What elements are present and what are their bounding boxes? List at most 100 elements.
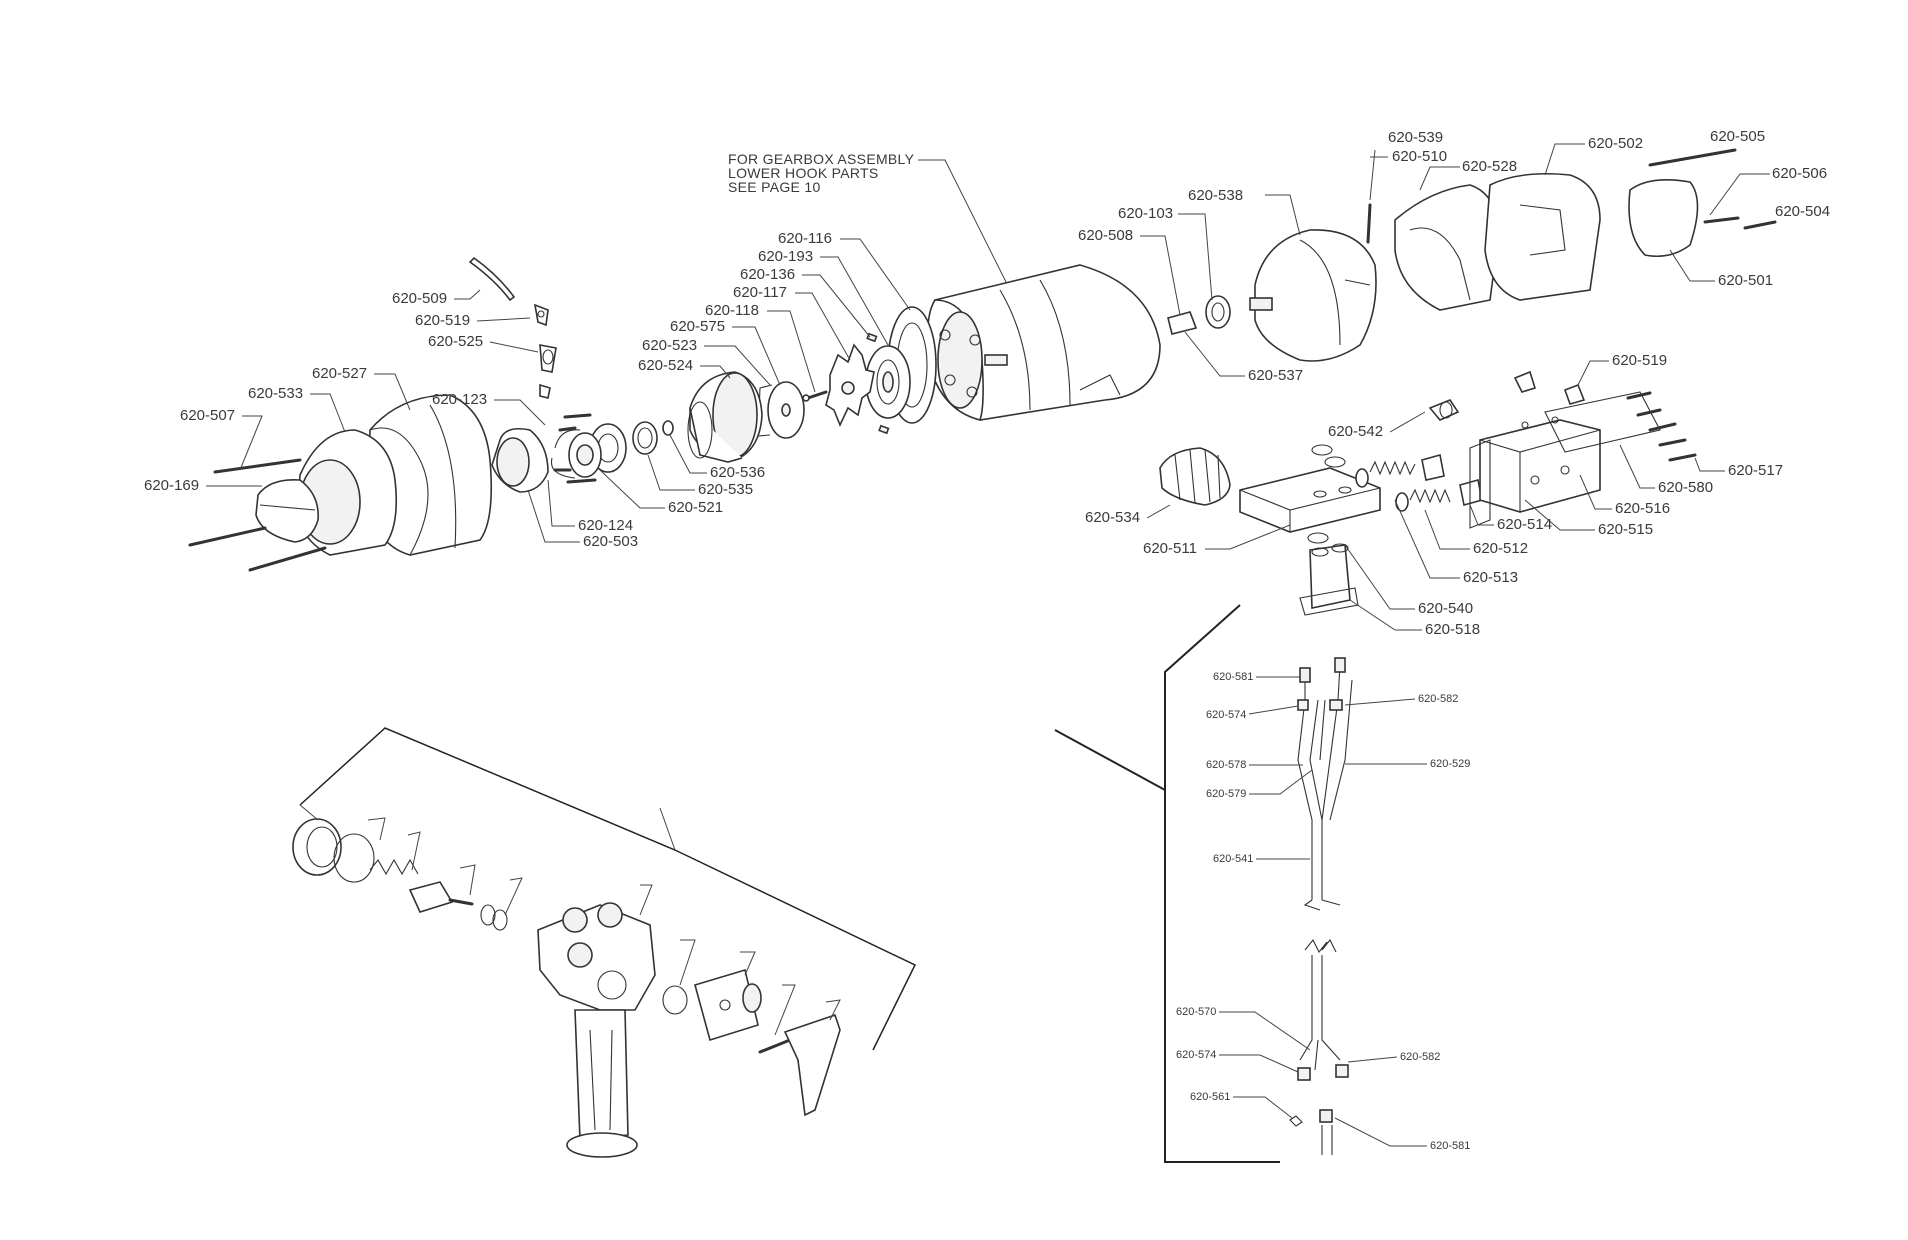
- label-620-527: 620-527: [312, 365, 367, 382]
- hose-label-620-541: 620-541: [1213, 853, 1253, 865]
- motor-housing: [926, 264, 1161, 421]
- label-620-103: 620-103: [1118, 205, 1173, 222]
- o-ring: [333, 833, 375, 883]
- end-plate-169: [255, 478, 319, 543]
- label-620-118: 620-118: [705, 302, 759, 319]
- shaft-coupler: [1167, 311, 1198, 335]
- label-620-539: 620-539: [1388, 129, 1443, 146]
- manifold-515: [1469, 416, 1601, 529]
- part-labels: 620-539 620-510 620-528 620-502 620-505 …: [144, 128, 1830, 638]
- hose-label-620-529: 620-529: [1430, 758, 1470, 770]
- hose-label-620-570: 620-570: [1176, 1006, 1216, 1018]
- ring-520: [632, 421, 658, 455]
- hose-label-620-561: 620-561: [1190, 1091, 1230, 1103]
- spacer-disc: [757, 381, 805, 439]
- hose-label-620-581: 620-581: [1213, 671, 1253, 683]
- hose-labels: 620-581 620-574 620-582 620-578 620-529 …: [1176, 671, 1470, 1152]
- front-dome: [1249, 229, 1377, 362]
- trigger-lever: [783, 1013, 841, 1117]
- cover-501: [1628, 179, 1699, 258]
- label-620-528: 620-528: [1462, 158, 1517, 175]
- label-620-519b: 620-519: [1612, 352, 1667, 369]
- label-620-503: 620-503: [583, 533, 638, 550]
- label-620-534: 620-534: [1085, 509, 1140, 526]
- label-620-505: 620-505: [1710, 128, 1765, 145]
- gasket-plates: [802, 306, 937, 435]
- label-620-518: 620-518: [1425, 621, 1480, 638]
- handle-body: [537, 902, 656, 1158]
- end-cap: [687, 371, 763, 463]
- label-620-521: 620-521: [668, 499, 723, 516]
- label-620-123: 620-123: [432, 391, 487, 408]
- hose-label-620-574b: 620-574: [1176, 1049, 1216, 1061]
- note-line-1: FOR GEARBOX ASSEMBLY: [728, 151, 915, 167]
- label-620-542: 620-542: [1328, 423, 1383, 440]
- label-620-509: 620-509: [392, 290, 447, 307]
- cover-502: [1484, 172, 1601, 301]
- label-620-523: 620-523: [642, 337, 697, 354]
- label-620-514: 620-514: [1497, 516, 1552, 533]
- label-620-169: 620-169: [144, 477, 199, 494]
- plunger: [408, 881, 474, 913]
- shaft-ring: [1205, 295, 1231, 329]
- label-620-538: 620-538: [1188, 187, 1243, 204]
- handle-cap: [292, 818, 342, 876]
- fitting-525: [539, 344, 557, 373]
- hose-detail: [1054, 604, 1353, 1163]
- gasket-580: [1544, 391, 1661, 453]
- valve-body: [550, 413, 627, 484]
- tube-509: [468, 256, 516, 302]
- label-620-511: 620-511: [1143, 540, 1197, 557]
- hose-bundle: [1289, 657, 1353, 1155]
- label-620-513: 620-513: [1463, 569, 1518, 586]
- hose-label-620-582: 620-582: [1418, 693, 1458, 705]
- cup-503: [491, 427, 549, 493]
- label-620-517: 620-517: [1728, 462, 1783, 479]
- label-620-501: 620-501: [1718, 272, 1773, 289]
- valve-block-assembly: [1159, 370, 1697, 616]
- label-620-502: 620-502: [1588, 135, 1643, 152]
- note-line-2: LOWER HOOK PARTS: [728, 165, 879, 181]
- label-620-516: 620-516: [1615, 500, 1670, 517]
- label-620-193: 620-193: [758, 248, 813, 265]
- cover-528: [1394, 184, 1499, 311]
- label-620-535: 620-535: [698, 481, 753, 498]
- label-620-508: 620-508: [1078, 227, 1133, 244]
- gearbox-note: FOR GEARBOX ASSEMBLY LOWER HOOK PARTS SE…: [728, 151, 1011, 291]
- label-620-512: 620-512: [1473, 540, 1528, 557]
- valve-stems: [1299, 543, 1359, 616]
- label-620-504: 620-504: [1775, 203, 1830, 220]
- label-620-515: 620-515: [1598, 521, 1653, 538]
- label-620-580: 620-580: [1658, 479, 1713, 496]
- hose-label-620-581b: 620-581: [1430, 1140, 1470, 1152]
- label-620-124: 620-124: [578, 517, 633, 534]
- block-511: [1239, 467, 1381, 533]
- hose-label-620-574: 620-574: [1206, 709, 1246, 721]
- note-line-3: SEE PAGE 10: [728, 179, 821, 195]
- label-620-136: 620-136: [740, 266, 795, 283]
- long-bolt: [213, 458, 302, 474]
- label-620-540: 620-540: [1418, 600, 1473, 617]
- fitting-519: [533, 303, 549, 327]
- label-620-524: 620-524: [638, 357, 693, 374]
- motor-assembly: [188, 148, 1777, 572]
- label-620-536: 620-536: [710, 464, 765, 481]
- hose-label-620-578: 620-578: [1206, 759, 1246, 771]
- hose-label-620-579: 620-579: [1206, 788, 1246, 800]
- hose-label-620-582b: 620-582: [1400, 1051, 1440, 1063]
- fitting-542: [1428, 399, 1460, 421]
- label-620-507: 620-507: [180, 407, 235, 424]
- label-620-533: 620-533: [248, 385, 303, 402]
- label-620-519: 620-519: [415, 312, 470, 329]
- handle-sleeve: [694, 968, 762, 1042]
- handle-spring: [369, 858, 419, 876]
- label-620-525: 620-525: [428, 333, 483, 350]
- label-620-575: 620-575: [670, 318, 725, 335]
- label-620-117: 620-117: [733, 284, 787, 301]
- handle-assembly: [292, 727, 917, 1158]
- muffler-shell: [367, 394, 493, 556]
- label-620-510: 620-510: [1392, 148, 1447, 165]
- filter-534: [1159, 447, 1231, 506]
